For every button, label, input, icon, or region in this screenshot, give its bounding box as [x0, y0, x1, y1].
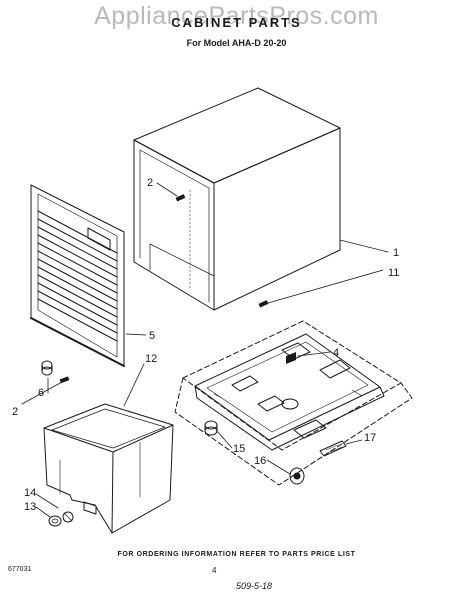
front-grille: [30, 184, 125, 367]
page-number: 4: [212, 566, 217, 575]
drain-cap: [48, 511, 74, 527]
bucket: [43, 403, 174, 534]
drain-fitting: [83, 501, 97, 515]
callout-5: 5: [149, 330, 155, 342]
ordering-note: FOR ORDERING INFORMATION REFER TO PARTS …: [117, 551, 356, 558]
handwritten-note: 509-5-18: [236, 581, 273, 591]
callout-17: 17: [364, 432, 376, 444]
slide-rail: [286, 352, 296, 364]
pad: [204, 420, 218, 436]
callout-15: 15: [233, 443, 245, 455]
base-assembly-outline: [174, 320, 413, 486]
screw-grille: [59, 376, 70, 384]
callout-13: 13: [24, 501, 36, 513]
clip: [319, 440, 347, 457]
callout-12: 12: [145, 353, 157, 365]
callout-4: 4: [333, 347, 339, 359]
watermark-text: AppliancePartsPros.com: [94, 2, 379, 30]
cabinet-shell: [133, 87, 341, 311]
callout-6: 6: [38, 387, 44, 399]
caster: [289, 467, 305, 485]
callout-2-top: 2: [147, 177, 153, 189]
callout-16: 16: [254, 455, 266, 467]
screw-cabinet-top: [175, 194, 186, 202]
callout-1: 1: [393, 247, 399, 259]
document-number: 677031: [8, 566, 32, 573]
knob: [41, 360, 53, 376]
model-subtitle: For Model AHA-D 20-20: [186, 38, 287, 48]
leader-lines: [21, 182, 389, 518]
base-tray: [194, 333, 385, 451]
screw-cabinet-bottom: [258, 300, 269, 308]
callout-2-grille: 2: [12, 406, 18, 418]
callout-11: 11: [388, 267, 399, 279]
page-title: CABINET PARTS: [171, 15, 302, 30]
callout-14: 14: [24, 487, 36, 499]
